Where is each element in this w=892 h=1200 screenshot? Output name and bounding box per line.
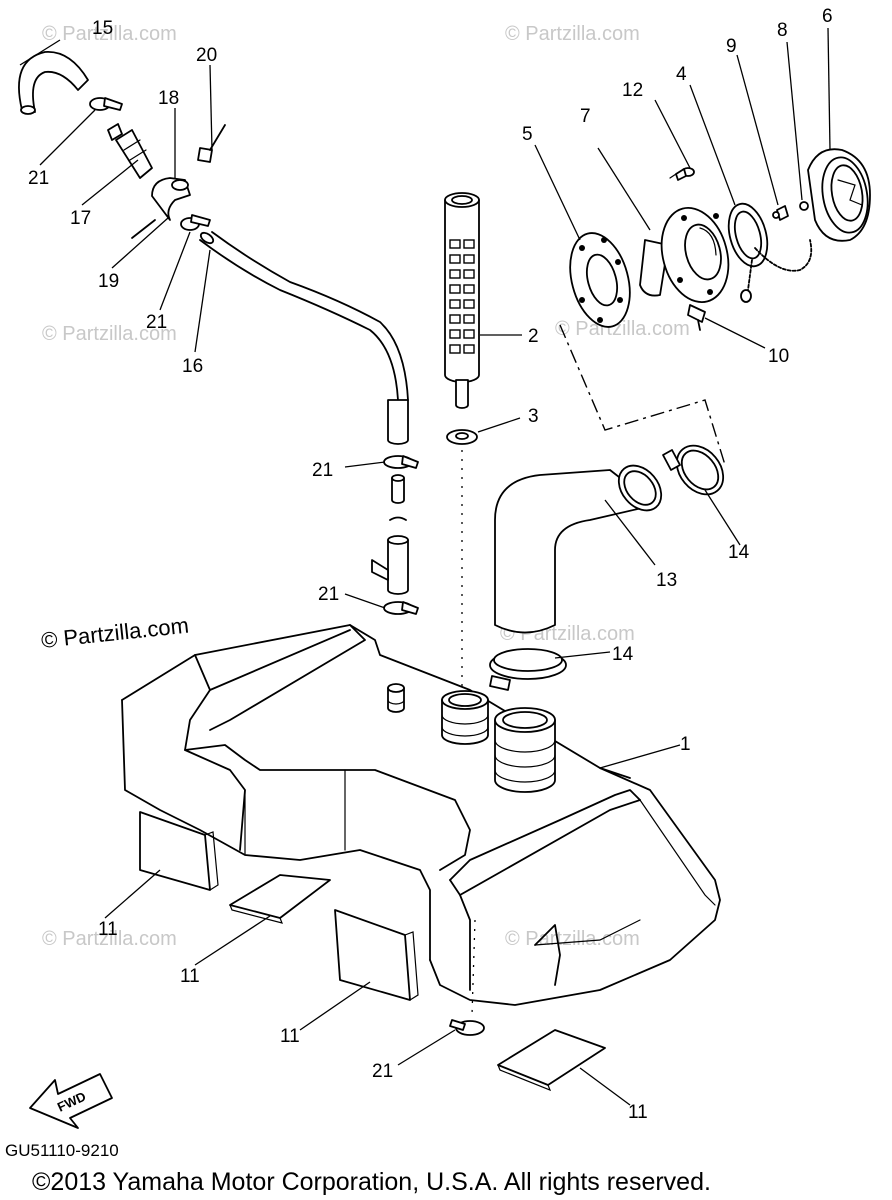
callout-9: 9 xyxy=(726,36,737,57)
callout-21-e: 21 xyxy=(372,1061,393,1082)
hose-clamp-21b xyxy=(180,214,211,231)
callout-21-c: 21 xyxy=(312,460,333,481)
hose-clamp-upper xyxy=(662,444,725,496)
fuel-tank xyxy=(121,624,721,1006)
callout-20: 20 xyxy=(196,45,217,66)
watermark-1: © Partzilla.com xyxy=(42,23,177,45)
fuel-cap xyxy=(807,148,871,242)
callout-21-b: 21 xyxy=(146,312,167,333)
callout-17: 17 xyxy=(70,208,91,229)
callout-3: 3 xyxy=(528,406,539,427)
tank-fuel-pickup-port xyxy=(441,690,489,745)
callout-14-b: 14 xyxy=(612,644,634,665)
watermark-4: © Partzilla.com xyxy=(555,318,690,340)
filler-neck-flange xyxy=(639,207,730,303)
tank-vent-nipple xyxy=(387,683,405,713)
callout-8: 8 xyxy=(777,20,788,41)
gasket-flange xyxy=(569,232,631,328)
watermark-3: © Partzilla.com xyxy=(42,323,177,345)
callout-12: 12 xyxy=(622,80,643,101)
callout-11-c: 11 xyxy=(280,1026,300,1047)
callout-21-a: 21 xyxy=(28,168,49,189)
callout-numbers: 1 2 3 4 5 6 7 8 9 10 11 11 11 11 12 13 1… xyxy=(28,6,833,1123)
watermark-6: © Partzilla.com xyxy=(42,928,177,950)
cap-seal xyxy=(727,202,769,268)
callout-11-a: 11 xyxy=(98,919,118,940)
watermark-main: © Partzilla.com xyxy=(40,613,190,653)
tank-pads xyxy=(139,811,606,1092)
check-valve xyxy=(107,123,153,179)
filler-assembly-line xyxy=(559,324,726,466)
cap-screw xyxy=(669,167,695,181)
callout-2: 2 xyxy=(528,326,539,347)
callout-6: 6 xyxy=(822,6,833,27)
callout-18: 18 xyxy=(158,88,179,109)
callout-1: 1 xyxy=(680,734,691,755)
tank-filler-neck xyxy=(494,707,556,793)
callout-11-b: 11 xyxy=(180,966,200,987)
cap-chain xyxy=(740,239,813,303)
chain-rivet xyxy=(772,205,789,221)
callout-15: 15 xyxy=(92,18,113,39)
washer xyxy=(446,429,478,445)
callout-10: 10 xyxy=(768,346,789,367)
vent-hose-16 xyxy=(199,231,409,445)
callout-11-d: 11 xyxy=(628,1102,648,1123)
fwd-arrow-icon: FWD xyxy=(29,1073,113,1129)
vent-fitting xyxy=(131,177,191,239)
callout-14-a: 14 xyxy=(728,542,750,563)
callout-13: 13 xyxy=(656,570,677,591)
callout-21-d: 21 xyxy=(318,584,339,605)
leader-lines xyxy=(19,27,831,1106)
hose-clamp-21a xyxy=(89,97,123,111)
callout-16: 16 xyxy=(182,356,203,377)
vent-hose-15 xyxy=(18,51,89,115)
callout-5: 5 xyxy=(522,124,533,145)
watermark-7: © Partzilla.com xyxy=(505,928,640,950)
callout-4: 4 xyxy=(676,64,687,85)
hose-clamp-lower xyxy=(489,648,567,691)
chain-ring xyxy=(799,201,809,211)
fuel-filter xyxy=(444,192,480,409)
chain-pin xyxy=(687,304,706,331)
diagram-code: GU51110-9210 xyxy=(5,1141,119,1160)
filler-hose xyxy=(494,464,663,634)
vent-inline-parts xyxy=(371,455,419,615)
watermark-2: © Partzilla.com xyxy=(505,23,640,45)
callout-7: 7 xyxy=(580,106,591,127)
copyright-notice: ©2013 Yamaha Motor Corporation, U.S.A. A… xyxy=(32,1168,711,1196)
callout-19: 19 xyxy=(98,271,119,292)
drain-clamp xyxy=(449,1019,485,1036)
